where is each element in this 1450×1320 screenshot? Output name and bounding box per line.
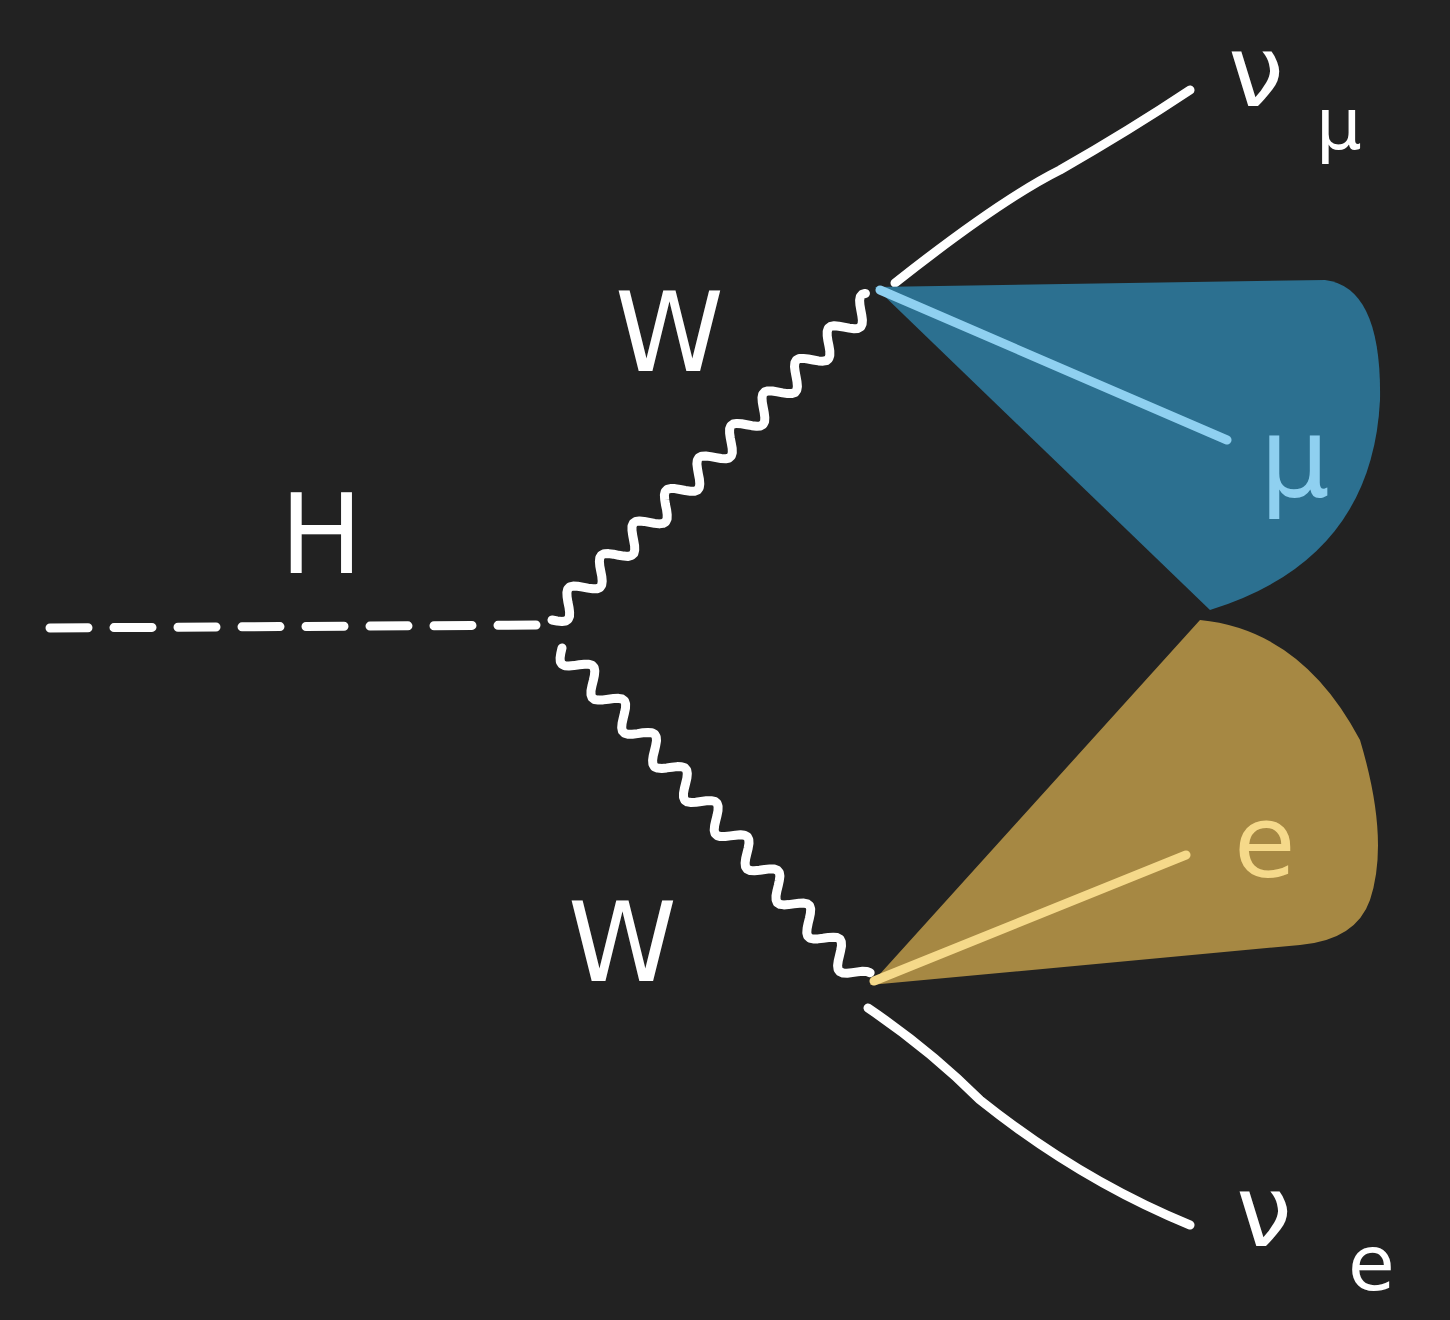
subscript-label: μ <box>1316 88 1362 160</box>
neutrino-line <box>868 1008 1190 1225</box>
higgs-dashed-line <box>50 625 548 628</box>
cone-shape <box>866 615 1386 990</box>
particle-label: ν <box>1236 1162 1292 1262</box>
particle-label: W <box>568 888 677 998</box>
lepton-cone: e <box>866 615 1386 990</box>
cone-fill <box>870 620 1378 985</box>
particle-label: e <box>1234 793 1296 893</box>
lepton-line <box>880 290 1227 440</box>
subscript-label: e <box>1348 1226 1395 1302</box>
particle-label: ν <box>1228 22 1284 122</box>
lepton-cone: μ <box>872 275 1387 615</box>
neutrino-line <box>895 90 1190 283</box>
particle-label: H <box>280 480 363 590</box>
lepton-line <box>874 855 1186 981</box>
particle-label: W <box>615 278 724 388</box>
cone-fill <box>875 280 1380 610</box>
particle-label: μ <box>1260 403 1330 513</box>
